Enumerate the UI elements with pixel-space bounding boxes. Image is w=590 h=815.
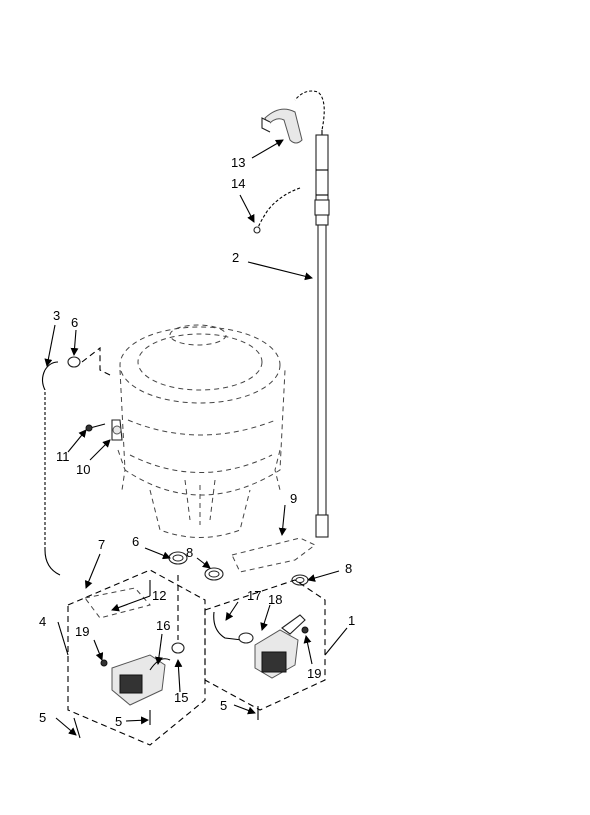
callout-labels: 1 2 3 4 5 5 5 6 6 7 8 8 9 10 11 12 13 14… — [39, 155, 355, 729]
callout-2: 2 — [232, 250, 239, 265]
callout-16: 16 — [156, 618, 170, 633]
callout-12: 12 — [152, 588, 166, 603]
hose-clip — [261, 108, 303, 144]
callout-14: 14 — [231, 176, 245, 191]
callout-5-right: 5 — [220, 698, 227, 713]
callout-19-left: 19 — [75, 624, 89, 639]
callout-9: 9 — [290, 491, 297, 506]
callout-7: 7 — [98, 537, 105, 552]
clamp-right-8 — [291, 574, 309, 586]
callout-4: 4 — [39, 614, 46, 629]
clamp-left — [67, 346, 111, 376]
pump-assembly-left — [67, 569, 206, 746]
callout-6-middle: 6 — [132, 534, 139, 549]
bracket-part-10 — [111, 419, 123, 441]
inlet-hose — [41, 361, 61, 576]
callout-19-right: 19 — [307, 666, 321, 681]
drain-hose — [293, 89, 330, 538]
strap-tie — [253, 187, 301, 234]
clamp-mid-6 — [168, 551, 188, 565]
callout-10: 10 — [76, 462, 90, 477]
outer-tub-phantom — [117, 324, 286, 538]
callout-3: 3 — [53, 308, 60, 323]
callout-6-top: 6 — [71, 315, 78, 330]
callout-5-left: 5 — [39, 710, 46, 725]
callout-5-middle: 5 — [115, 714, 122, 729]
plate-part-9 — [231, 537, 316, 573]
callout-8-right: 8 — [345, 561, 352, 576]
callout-18: 18 — [268, 592, 282, 607]
callout-17: 17 — [247, 588, 261, 603]
callout-15: 15 — [174, 690, 188, 705]
callout-11: 11 — [56, 449, 70, 464]
callout-13: 13 — [231, 155, 245, 170]
clamp-mid-8 — [204, 567, 224, 581]
pump-assembly-right — [204, 579, 326, 720]
leader-lines — [44, 139, 348, 736]
callout-1: 1 — [348, 613, 355, 628]
callout-8-middle: 8 — [186, 545, 193, 560]
screw-part-11 — [85, 423, 106, 432]
